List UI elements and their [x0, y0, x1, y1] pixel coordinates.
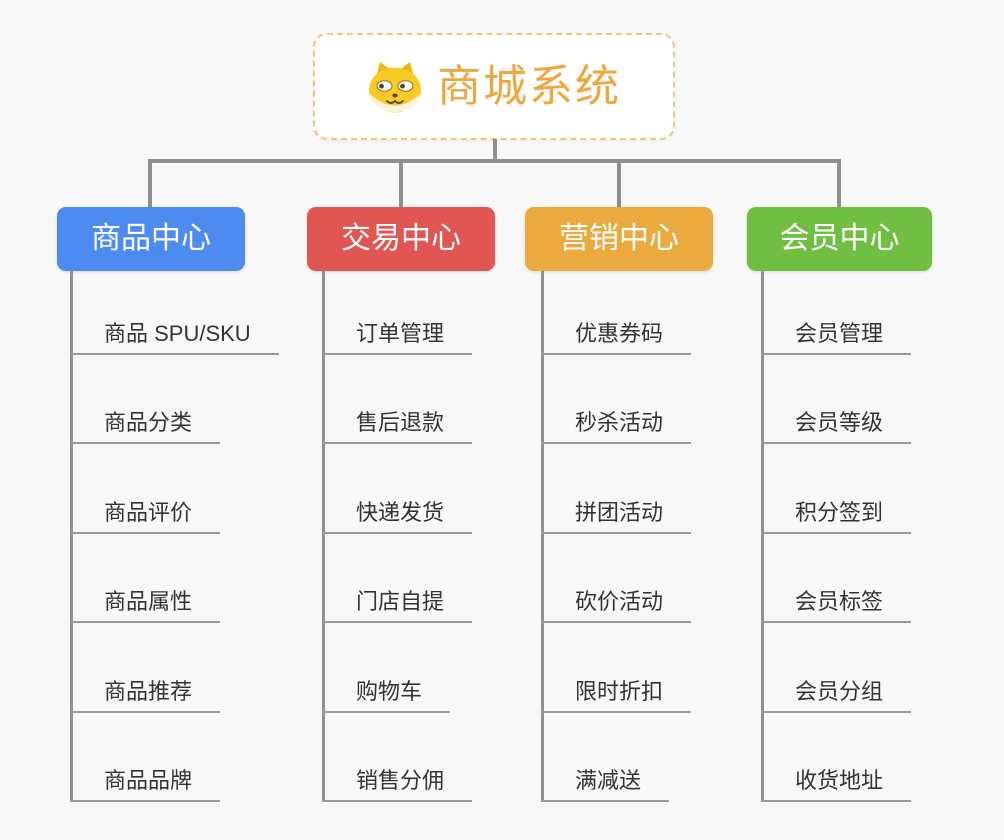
leaf-node[interactable]: 拼团活动 [541, 500, 692, 534]
root-title: 商城系统 [437, 61, 621, 111]
spine-marketing [541, 271, 544, 800]
connector-horizontal [148, 159, 841, 163]
leaf-node[interactable]: 售后退款 [322, 410, 473, 444]
leaf-node[interactable]: 收货地址 [761, 768, 912, 802]
leaf-node[interactable]: 优惠券码 [541, 321, 692, 355]
leaf-node[interactable]: 商品属性 [70, 589, 221, 623]
leaf-node[interactable]: 快递发货 [322, 500, 473, 534]
leaf-node[interactable]: 会员等级 [761, 410, 912, 444]
leaf-node[interactable]: 购物车 [322, 679, 451, 713]
connector-drop-member [837, 159, 841, 207]
branch-header-trade[interactable]: 交易中心 [307, 207, 495, 271]
leaf-node[interactable]: 订单管理 [322, 321, 473, 355]
leaf-node[interactable]: 砍价活动 [541, 589, 692, 623]
connector-drop-trade [399, 159, 403, 207]
leaf-node[interactable]: 商品品牌 [70, 768, 221, 802]
branch-header-product[interactable]: 商品中心 [57, 207, 245, 271]
spine-product [70, 271, 73, 800]
leaf-node[interactable]: 限时折扣 [541, 679, 692, 713]
leaf-node[interactable]: 满减送 [541, 768, 670, 802]
connector-root-stub [493, 139, 497, 163]
doge-icon [367, 61, 423, 113]
leaf-node[interactable]: 商品评价 [70, 500, 221, 534]
leaf-node[interactable]: 销售分佣 [322, 768, 473, 802]
leaf-node[interactable]: 积分签到 [761, 500, 912, 534]
connector-drop-product [148, 159, 152, 207]
leaf-node[interactable]: 商品 SPU/SKU [70, 321, 279, 355]
connector-drop-marketing [617, 159, 621, 207]
root-node[interactable]: 商城系统 [313, 33, 675, 140]
leaf-node[interactable]: 门店自提 [322, 589, 473, 623]
branch-header-marketing[interactable]: 营销中心 [525, 207, 713, 271]
leaf-node[interactable]: 商品推荐 [70, 679, 221, 713]
leaf-node[interactable]: 会员标签 [761, 589, 912, 623]
leaf-node[interactable]: 会员管理 [761, 321, 912, 355]
spine-trade [322, 271, 325, 800]
spine-member [761, 271, 764, 800]
leaf-node[interactable]: 商品分类 [70, 410, 221, 444]
leaf-node[interactable]: 会员分组 [761, 679, 912, 713]
branch-header-member[interactable]: 会员中心 [747, 207, 932, 271]
leaf-node[interactable]: 秒杀活动 [541, 410, 692, 444]
